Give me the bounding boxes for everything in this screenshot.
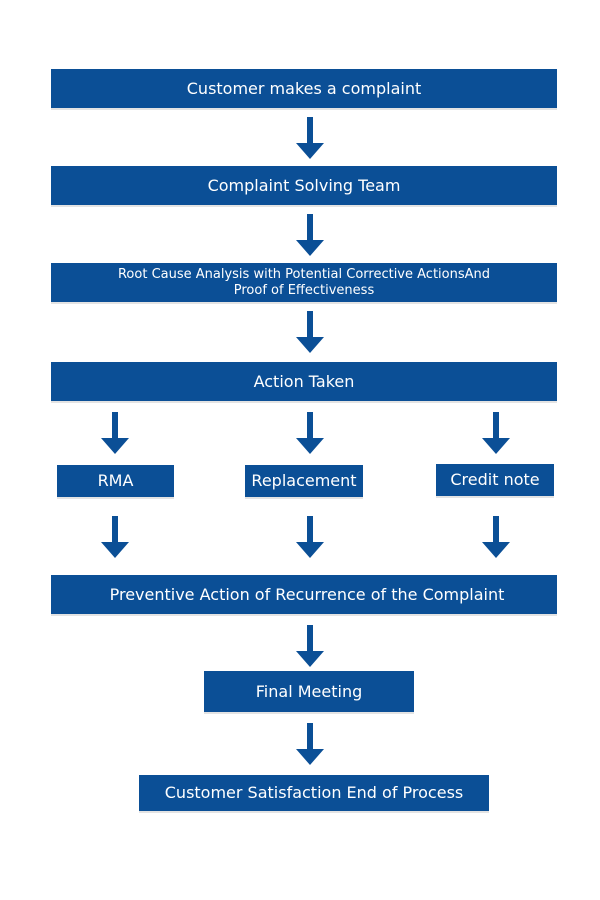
arrow-down-icon — [295, 516, 325, 560]
arrow-down-icon — [295, 117, 325, 161]
arrow-down-icon — [295, 412, 325, 456]
step-replacement: Replacement — [245, 465, 363, 499]
arrow-down-icon — [295, 214, 325, 258]
arrow-down-icon — [100, 412, 130, 456]
step-label: Preventive Action of Recurrence of the C… — [109, 584, 505, 604]
step-label: Customer Satisfaction End of Process — [164, 783, 464, 802]
step-label: RMA — [97, 471, 134, 490]
arrow-down-icon — [481, 412, 511, 456]
step-complaint-solving-team: Complaint Solving Team — [51, 166, 557, 207]
step-label: Action Taken — [253, 371, 355, 391]
step-label: Customer makes a complaint — [186, 78, 422, 98]
step-customer-complaint: Customer makes a complaint — [51, 69, 557, 110]
step-label: Replacement — [251, 471, 357, 490]
step-rma: RMA — [57, 465, 174, 499]
step-label-line1: Root Cause Analysis with Potential Corre… — [117, 266, 491, 282]
step-label: Complaint Solving Team — [207, 175, 401, 195]
step-final-meeting: Final Meeting — [204, 671, 414, 714]
step-root-cause-analysis: Root Cause Analysis with Potential Corre… — [51, 263, 557, 304]
step-preventive-action: Preventive Action of Recurrence of the C… — [51, 575, 557, 616]
arrow-down-icon — [481, 516, 511, 560]
arrow-down-icon — [295, 311, 325, 355]
arrow-down-icon — [295, 625, 325, 669]
step-action-taken: Action Taken — [51, 362, 557, 403]
step-label: Final Meeting — [255, 681, 363, 701]
step-label: Credit note — [450, 470, 540, 489]
step-customer-satisfaction: Customer Satisfaction End of Process — [139, 775, 489, 813]
step-credit-note: Credit note — [436, 464, 554, 498]
arrow-down-icon — [295, 723, 325, 767]
step-label-line2: Proof of Effectiveness — [233, 282, 375, 298]
arrow-down-icon — [100, 516, 130, 560]
